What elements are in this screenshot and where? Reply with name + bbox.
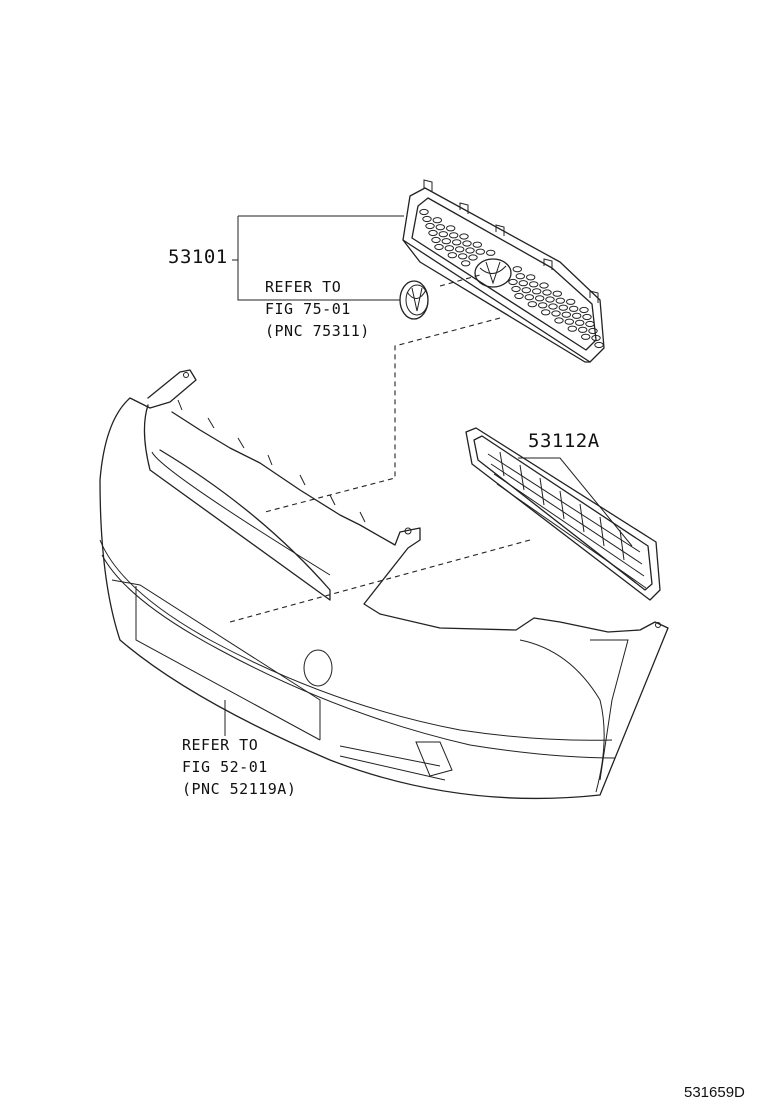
grille-mesh-cell	[452, 239, 462, 246]
grille-mesh-cell	[539, 282, 549, 289]
grille-mesh-cell	[435, 224, 445, 231]
grille-mesh-cell	[447, 252, 457, 259]
grille-mesh-cell	[594, 341, 604, 349]
grille-mesh-cell	[578, 326, 588, 333]
grille-mesh-cell	[514, 292, 524, 300]
grille-mesh-cell	[569, 305, 579, 312]
grille-mesh-cell	[541, 309, 551, 316]
grille-mesh-cell	[521, 287, 531, 294]
grille-mesh-cell	[441, 238, 451, 245]
reference-note-emblem[interactable]: REFER TO FIG 75-01 (PNC 75311)	[265, 276, 370, 342]
grille-mesh-cell	[535, 295, 545, 302]
grille-mesh-cell	[555, 297, 565, 304]
grille-mesh-cell	[524, 294, 534, 301]
reference-line: REFER TO	[182, 736, 259, 754]
grille-mesh-cell	[527, 301, 537, 308]
grille-mesh-cell	[566, 298, 576, 305]
grille-mesh-cell	[446, 225, 456, 232]
grille-mesh-cell	[458, 253, 468, 260]
grille-mesh-cell	[529, 281, 539, 288]
grille-mesh-cell	[438, 231, 448, 238]
grille-mesh-cell	[425, 222, 435, 230]
radiator-grille[interactable]	[402, 179, 605, 363]
grille-mesh-cell	[538, 302, 548, 309]
grille-mesh-cell	[554, 317, 564, 324]
reference-note-bumper[interactable]: REFER TO FIG 52-01 (PNC 52119A)	[182, 734, 296, 800]
grille-mesh-cell	[542, 289, 552, 296]
grille-mesh-cell	[515, 273, 525, 280]
grille-mesh-cell	[432, 217, 442, 224]
grille-mesh-cell	[465, 247, 475, 254]
grille-mesh-cell	[588, 327, 598, 335]
grille-mesh-cell	[462, 240, 472, 247]
grille-mesh-cell	[461, 260, 471, 267]
grille-mesh-cell	[551, 310, 561, 317]
grille-mesh-cell	[581, 333, 591, 340]
grille-mesh-cell	[567, 325, 577, 332]
grille-mesh-cell	[455, 246, 465, 253]
grille-mesh-cell	[431, 236, 441, 244]
front-bumper-cover[interactable]	[99, 369, 669, 800]
assembly-dashed-lines	[229, 274, 531, 623]
grille-mesh-cell	[486, 249, 496, 256]
reference-line: REFER TO	[265, 278, 342, 296]
grille-mesh-cell	[468, 254, 478, 261]
diagram-code: 531659D	[684, 1084, 745, 1101]
grille-mesh-cell	[532, 288, 542, 295]
reference-line: (PNC 75311)	[265, 322, 370, 340]
part-number-lower-grille[interactable]: 53112A	[528, 430, 600, 452]
grille-mesh-cell	[548, 303, 558, 310]
grille-mesh-cell	[558, 304, 568, 311]
grille-mesh-cell	[512, 266, 522, 273]
leader-lines	[224, 215, 633, 736]
grille-mesh-cell	[428, 229, 438, 237]
grille-mesh-cell	[434, 243, 444, 251]
grille-mesh-cell	[511, 285, 521, 293]
grille-mesh-cell	[419, 208, 429, 216]
grille-mesh-cell	[561, 311, 571, 318]
grille-mesh-cell	[552, 290, 562, 297]
grille-mesh-cell	[472, 241, 482, 248]
grille-mesh-cell	[422, 215, 432, 223]
reference-line: FIG 75-01	[265, 300, 351, 318]
reference-line: (PNC 52119A)	[182, 780, 297, 798]
emblem[interactable]	[399, 280, 429, 320]
grille-mesh-cell	[579, 306, 589, 314]
grille-mesh-cell	[545, 296, 555, 303]
grille-mesh-cell	[508, 278, 518, 286]
grille-mesh-cell	[518, 280, 528, 287]
grille-mesh-cell	[449, 232, 459, 239]
grille-mesh-cell	[564, 318, 574, 325]
part-number-grille[interactable]: 53101	[168, 246, 228, 268]
grille-mesh-cell	[582, 313, 592, 321]
grille-mesh-cell	[444, 245, 454, 252]
grille-mesh-cell	[475, 248, 485, 255]
lower-grille[interactable]	[465, 427, 661, 601]
grille-mesh-cell	[575, 319, 585, 326]
reference-line: FIG 52-01	[182, 758, 268, 776]
grille-mesh-cell	[526, 274, 536, 281]
grille-mesh-cell	[572, 312, 582, 319]
grille-mesh-cell	[585, 320, 595, 328]
grille-mesh-cell	[591, 334, 601, 342]
grille-mesh-cell	[459, 233, 469, 240]
